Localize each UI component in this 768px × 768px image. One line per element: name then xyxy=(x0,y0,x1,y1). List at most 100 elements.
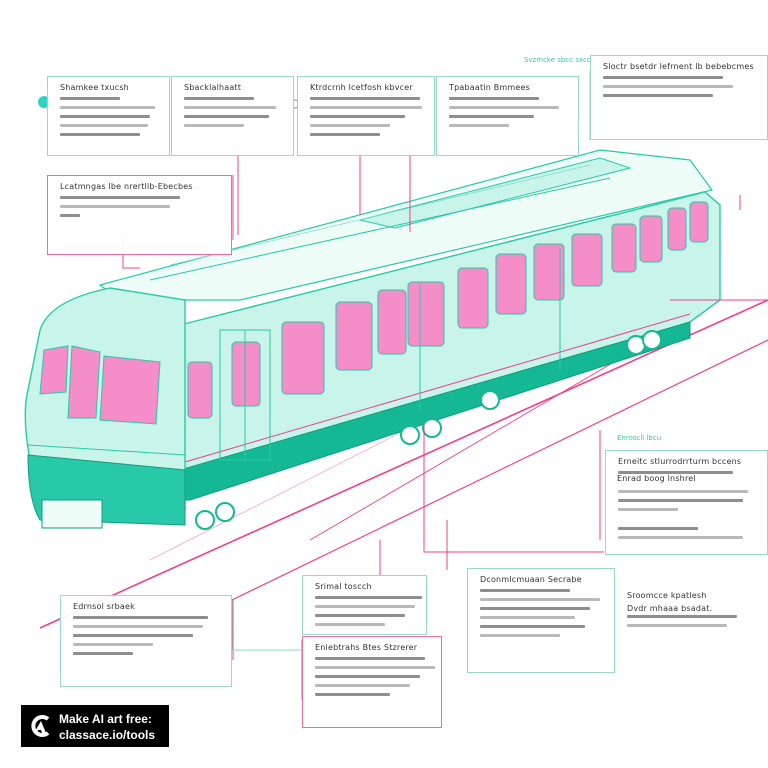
callout-text-line xyxy=(449,106,559,109)
callout-text-line xyxy=(310,133,380,136)
callout-text-line xyxy=(315,666,435,669)
side-window xyxy=(335,301,373,371)
callout-text-line xyxy=(618,536,743,539)
callout-title: Enrad boog lnshrel xyxy=(617,474,696,483)
callout-title: Dvdr mhaaa bsadat. xyxy=(627,604,713,613)
callout-title: Erneitc stlurrodrrturm bccens xyxy=(618,457,742,466)
wheel xyxy=(400,425,420,445)
callout-title: Sroomcce kpatlesh xyxy=(627,591,707,600)
side-window xyxy=(187,361,213,419)
front-windows xyxy=(39,345,161,425)
callout-text-line xyxy=(315,675,420,678)
box-bottom-5b: Dvdr mhaaa bsadat. xyxy=(615,598,768,614)
wheel xyxy=(642,330,662,350)
callout-text-line xyxy=(618,499,743,502)
callout-text-line xyxy=(184,97,254,100)
box-top-right: Sloctr bsetdr lefrnent lb bebebcmes xyxy=(590,55,768,140)
skirt-stripe xyxy=(184,313,691,463)
callout-text-line xyxy=(60,124,148,127)
callout-text-line xyxy=(618,508,678,511)
callout-title: Tpabaatin Bmmees xyxy=(449,83,531,92)
side-window xyxy=(495,253,527,315)
callout-text-line xyxy=(184,106,276,109)
box-top-2: Sbacklalhaatt xyxy=(171,76,294,156)
callout-text-line xyxy=(60,106,155,109)
roof-vent xyxy=(359,157,632,229)
callout-text-line xyxy=(73,625,203,628)
callout-text-line xyxy=(60,196,180,199)
callout-text-line xyxy=(618,527,698,530)
side-window xyxy=(689,201,709,243)
side-window xyxy=(533,243,565,301)
box-bottom-5: Sroomcce kpatlesh xyxy=(615,585,768,643)
callout-text-line xyxy=(480,625,585,628)
callout-text-line xyxy=(310,106,422,109)
callout-text-line xyxy=(480,598,600,601)
callout-text-line xyxy=(60,133,140,136)
callout-text-line xyxy=(449,97,539,100)
callout-text-line xyxy=(480,616,575,619)
train-doors xyxy=(219,248,561,461)
side-window xyxy=(377,289,407,355)
callout-text-line xyxy=(315,623,385,626)
side-window xyxy=(281,321,325,395)
wheel xyxy=(480,390,500,410)
callout-text-line xyxy=(627,624,727,627)
watermark-line-2: classace.io/tools xyxy=(59,728,156,742)
callout-text-line xyxy=(480,589,570,592)
callout-text-line xyxy=(603,76,723,79)
callout-text-line xyxy=(618,471,733,474)
callout-text-line xyxy=(449,115,534,118)
front-window xyxy=(39,345,69,395)
callout-text-line xyxy=(73,652,133,655)
side-windows xyxy=(187,201,709,419)
callout-title: Srimal toscch xyxy=(315,582,372,591)
box-right-mid: Erneitc stlurrodrrturm bccens xyxy=(605,450,768,555)
callout-text-line xyxy=(60,115,150,118)
watermark-line-1: Make AI art free: xyxy=(59,712,152,726)
callout-text-line xyxy=(618,490,748,493)
wheel xyxy=(422,418,442,438)
callout-text-line xyxy=(310,115,405,118)
callout-text-line xyxy=(480,607,590,610)
wheel xyxy=(215,502,235,522)
middle-right-small-label: Enroscll lbcu xyxy=(617,434,662,442)
callout-title: Dconmlcmuaan Secrabe xyxy=(480,575,582,584)
side-window xyxy=(667,207,687,251)
box-top-1: Shamkee txucsh xyxy=(47,76,170,156)
side-window xyxy=(571,233,603,287)
roof-edge xyxy=(169,164,591,266)
side-window xyxy=(231,341,261,407)
box-bottom-4: Dconmlcmuaan Secrabe xyxy=(467,568,615,673)
side-window xyxy=(639,215,663,263)
callout-title: Ktrdcrnh lcetfosh kbvcer xyxy=(310,83,413,92)
box-bottom-3: Eniebtrahs Btes Stzrerer xyxy=(302,636,442,728)
callout-title: Eniebtrahs Btes Stzrerer xyxy=(315,643,418,652)
callout-text-line xyxy=(73,643,153,646)
classace-logo-icon xyxy=(31,715,50,737)
front-window xyxy=(67,345,101,419)
callout-title: Sloctr bsetdr lefrnent lb bebebcmes xyxy=(603,62,754,71)
callout-text-line xyxy=(315,657,425,660)
callout-title: Lcatmngas lbe nrertllb-Ebecbes xyxy=(60,182,193,191)
wheel xyxy=(195,510,215,530)
callout-title: Edrnsol srbaek xyxy=(73,602,135,611)
front-bumper xyxy=(41,499,103,529)
box-top-3: Ktrdcrnh lcetfosh kbvcer xyxy=(297,76,435,156)
callout-text-line xyxy=(627,615,737,618)
callout-text-line xyxy=(315,684,410,687)
callout-text-line xyxy=(449,124,509,127)
callout-text-line xyxy=(60,205,170,208)
box-bottom-1: Edrnsol srbaek xyxy=(60,595,232,687)
callout-text-line xyxy=(310,97,420,100)
callout-text-line xyxy=(60,214,80,217)
callout-text-line xyxy=(315,596,422,599)
top-right-small-label: Svzmcke sbcc sxcc xyxy=(524,56,591,64)
watermark-badge[interactable]: Make AI art free: classace.io/tools xyxy=(21,705,169,747)
callout-title: Shamkee txucsh xyxy=(60,83,129,92)
box-left-mid: Lcatmngas lbe nrertllb-Ebecbes xyxy=(47,175,232,255)
callout-title: Sbacklalhaatt xyxy=(184,83,242,92)
callout-text-line xyxy=(184,124,244,127)
